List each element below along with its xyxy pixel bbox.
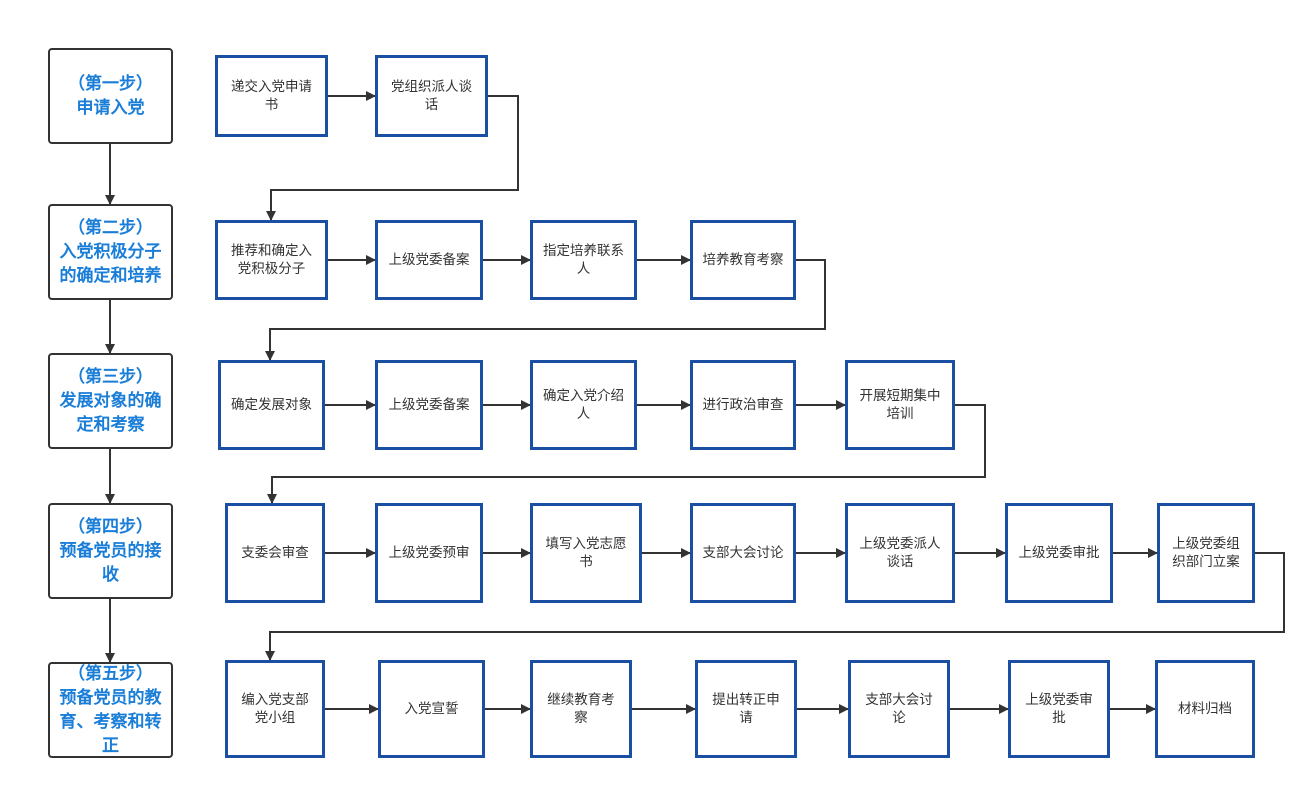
- row-connector-arrow: [265, 259, 826, 361]
- process-node: 上级党委备案: [375, 360, 483, 450]
- process-node-label: 支部大会讨论: [865, 692, 933, 726]
- process-node-label: 指定培养联系人: [543, 243, 624, 277]
- process-node-label: 入党宣誓: [404, 701, 459, 717]
- process-node: 确定入党介绍人: [530, 360, 637, 450]
- process-node: 上级党委备案: [375, 220, 483, 300]
- step-box-2: （第二步） 入党积极分子的确定和培养: [48, 204, 173, 300]
- step-box-5: （第五步） 预备党员的教育、考察和转正: [48, 662, 173, 758]
- process-node-label: 填写入党志愿书: [545, 536, 627, 570]
- row-connector-arrow: [267, 404, 986, 504]
- process-node-label: 上级党委预审: [388, 545, 470, 561]
- process-node-label: 上级党委审批: [1025, 692, 1093, 726]
- process-node-label: 党组织派人谈话: [391, 79, 472, 113]
- process-node-label: 上级党委组织部门立案: [1172, 536, 1240, 570]
- process-node: 填写入党志愿书: [530, 503, 642, 603]
- process-node-label: 上级党委备案: [388, 252, 470, 268]
- process-node-label: 上级党委审批: [1018, 545, 1100, 561]
- process-node-label: 上级党委备案: [388, 397, 470, 413]
- step-box-3: （第三步） 发展对象的确定和考察: [48, 353, 173, 449]
- process-node: 进行政治审查: [690, 360, 796, 450]
- process-node: 上级党委预审: [375, 503, 483, 603]
- process-node-label: 支部大会讨论: [702, 545, 784, 561]
- process-node-label: 递交入党申请书: [231, 79, 312, 113]
- process-node: 编入党支部党小组: [225, 660, 325, 758]
- process-node: 支委会审查: [225, 503, 325, 603]
- process-node-label: 材料归档: [1178, 701, 1232, 717]
- process-node-label: 开展短期集中培训: [859, 388, 941, 422]
- process-node-label: 进行政治审查: [702, 397, 784, 413]
- process-node-label: 推荐和确定入党积极分子: [231, 243, 312, 277]
- process-node-label: 支委会审查: [241, 545, 309, 561]
- process-node-label: 确定入党介绍人: [543, 388, 624, 422]
- process-node: 上级党委审批: [1008, 660, 1110, 758]
- process-node: 确定发展对象: [218, 360, 325, 450]
- process-node-label: 培养教育考察: [702, 252, 784, 268]
- process-node: 递交入党申请书: [215, 55, 328, 137]
- process-node: 上级党委审批: [1005, 503, 1113, 603]
- process-node: 上级党委派人谈话: [845, 503, 955, 603]
- process-node: 推荐和确定入党积极分子: [215, 220, 328, 300]
- process-node: 开展短期集中培训: [845, 360, 955, 450]
- process-node: 继续教育考察: [530, 660, 632, 758]
- process-node-label: 上级党委派人谈话: [859, 536, 941, 570]
- process-node-label: 编入党支部党小组: [241, 692, 309, 726]
- process-node-label: 继续教育考察: [547, 692, 615, 726]
- process-node: 支部大会讨论: [848, 660, 950, 758]
- process-node: 入党宣誓: [378, 660, 485, 758]
- process-node: 材料归档: [1155, 660, 1255, 758]
- step-box-4: （第四步） 预备党员的接收: [48, 503, 173, 599]
- process-node-label: 提出转正申请: [712, 692, 780, 726]
- row-connector-arrow: [266, 95, 519, 221]
- process-node: 指定培养联系人: [530, 220, 637, 300]
- process-node: 上级党委组织部门立案: [1157, 503, 1255, 603]
- process-node: 党组织派人谈话: [375, 55, 488, 137]
- process-node: 支部大会讨论: [690, 503, 796, 603]
- step-box-1: （第一步） 申请入党: [48, 48, 173, 144]
- process-node: 培养教育考察: [690, 220, 796, 300]
- row-connector-arrow: [265, 552, 1285, 661]
- process-node: 提出转正申请: [695, 660, 797, 758]
- process-node-label: 确定发展对象: [231, 397, 312, 413]
